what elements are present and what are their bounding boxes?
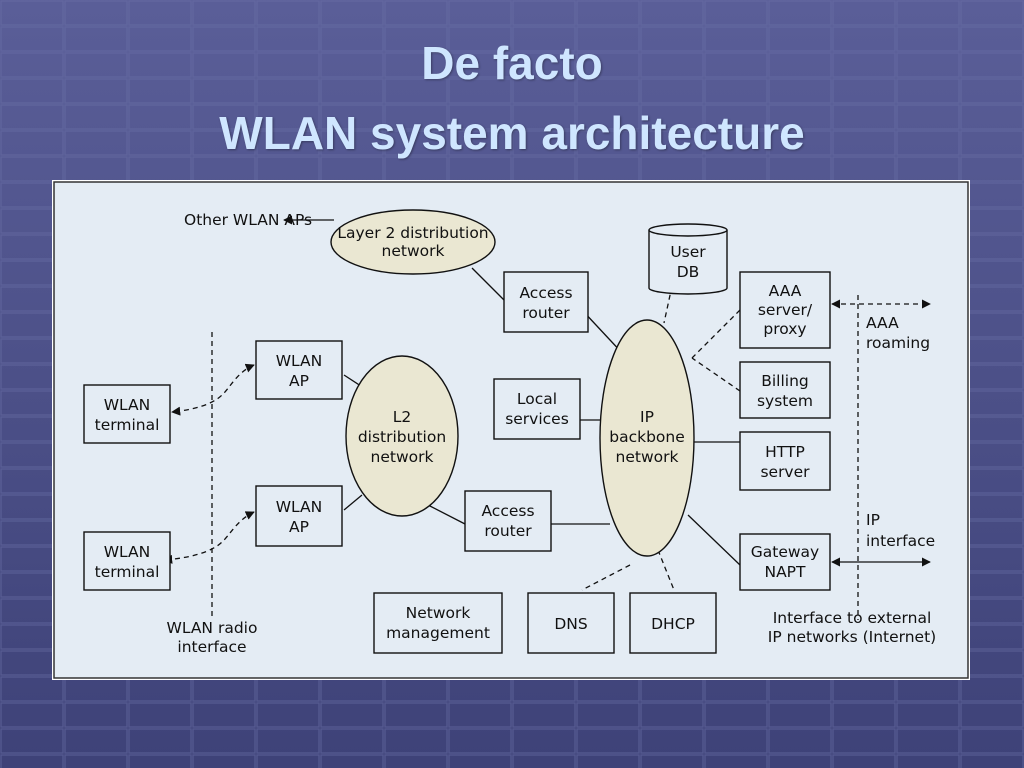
layer2-distribution-network: Layer 2 distribution network [330,209,496,275]
ip-backbone-label-3: network [616,448,679,466]
external-interface-label-1: Interface to external [773,609,932,627]
access-router-bottom-label-1: Access [481,502,534,520]
aaa-server-label-3: proxy [763,320,806,338]
network-management-label-1: Network [406,604,471,622]
access-router-bottom: Access router [464,490,552,552]
aaa-roaming-label-1: AAA [866,314,899,332]
wlan-ap-2-label-1: WLAN [276,498,323,516]
user-db-cylinder: User DB [648,223,728,295]
radio-link-2 [163,511,255,564]
access-router-top: Access router [503,271,589,333]
ip-backbone-label-1: IP [640,408,654,426]
access-router-top-label-1: Access [519,284,572,302]
line-userdb-backbone [663,285,673,324]
network-management-label-2: management [386,624,490,642]
local-services-label-1: Local [517,390,557,408]
layer2-network-label-2: network [382,242,445,260]
gateway-napt-label-1: Gateway [751,543,819,561]
network-management: Network management [373,592,503,654]
wlan-radio-interface-label-1: WLAN radio [167,619,258,637]
l2-network-label-3: network [371,448,434,466]
access-router-bottom-label-2: router [484,522,532,540]
connections [163,215,931,620]
slide-title-line-1: De facto [421,37,603,89]
line-dhcp-backbone [657,549,675,591]
wlan-ap-2: WLAN AP [255,485,343,547]
ip-interface-label-2: interface [866,532,935,550]
http-server-label-2: server [760,463,810,481]
dhcp-label: DHCP [651,615,695,633]
wlan-terminal-1-label-2: terminal [95,416,160,434]
wlan-terminal-1: WLAN terminal [83,384,171,444]
access-router-top-label-2: router [522,304,570,322]
user-db-label-2: DB [677,263,700,281]
diagram-panel: Other WLAN APs Layer 2 distribution netw… [52,180,970,680]
ip-interface-label-1: IP [866,511,880,529]
aaa-server-label-2: server/ [758,301,813,319]
wlan-ap-1-label-2: AP [289,372,309,390]
line-dns-backbone [581,564,631,591]
billing-system-label-1: Billing [761,372,809,390]
line-l2dist-accessrouter2 [427,504,466,525]
wlan-ap-1-label-1: WLAN [276,352,323,370]
dns-label: DNS [554,615,587,633]
wlan-terminal-2: WLAN terminal [83,531,171,591]
external-interface-label-2: IP networks (Internet) [768,628,936,646]
wlan-terminal-1-label-1: WLAN [104,396,151,414]
local-services: Local services [493,378,581,440]
slide-title-line-2: WLAN system architecture [219,107,805,159]
ip-backbone-label-2: backbone [609,428,685,446]
billing-system-label-2: system [757,392,813,410]
gateway-napt-label-2: NAPT [764,563,806,581]
aaa-server-proxy: AAA server/ proxy [739,271,831,349]
gateway-napt: Gateway NAPT [739,533,831,591]
other-aps-label: Other WLAN APs [184,211,312,229]
dns-server: DNS [527,592,615,654]
ip-backbone-network: IP backbone network [599,319,695,557]
l2-network-label-1: L2 [393,408,412,426]
local-services-label-2: services [505,410,569,428]
line-ap2-l2dist [343,494,363,511]
line-gateway-backbone [687,514,741,566]
line-aaa-backbone [691,309,741,359]
wlan-ap-1: WLAN AP [255,340,343,400]
billing-system: Billing system [739,361,831,419]
l2-distribution-network: L2 distribution network [345,355,459,517]
aaa-server-label-1: AAA [769,282,802,300]
wlan-radio-interface-label-2: interface [177,638,246,656]
dhcp-server: DHCP [629,592,717,654]
line-billing-backbone [691,357,741,392]
http-server-label-1: HTTP [765,443,805,461]
wlan-architecture-diagram: Other WLAN APs Layer 2 distribution netw… [53,181,969,679]
user-db-label-1: User [670,243,706,261]
wlan-ap-2-label-2: AP [289,518,309,536]
aaa-roaming-label-2: roaming [866,334,930,352]
wlan-terminal-2-label-2: terminal [95,563,160,581]
l2-network-label-2: distribution [358,428,446,446]
http-server: HTTP server [739,431,831,491]
layer2-network-label-1: Layer 2 distribution [337,224,488,242]
line-l2net-accessrouter [471,267,505,301]
wlan-terminal-2-label-1: WLAN [104,543,151,561]
